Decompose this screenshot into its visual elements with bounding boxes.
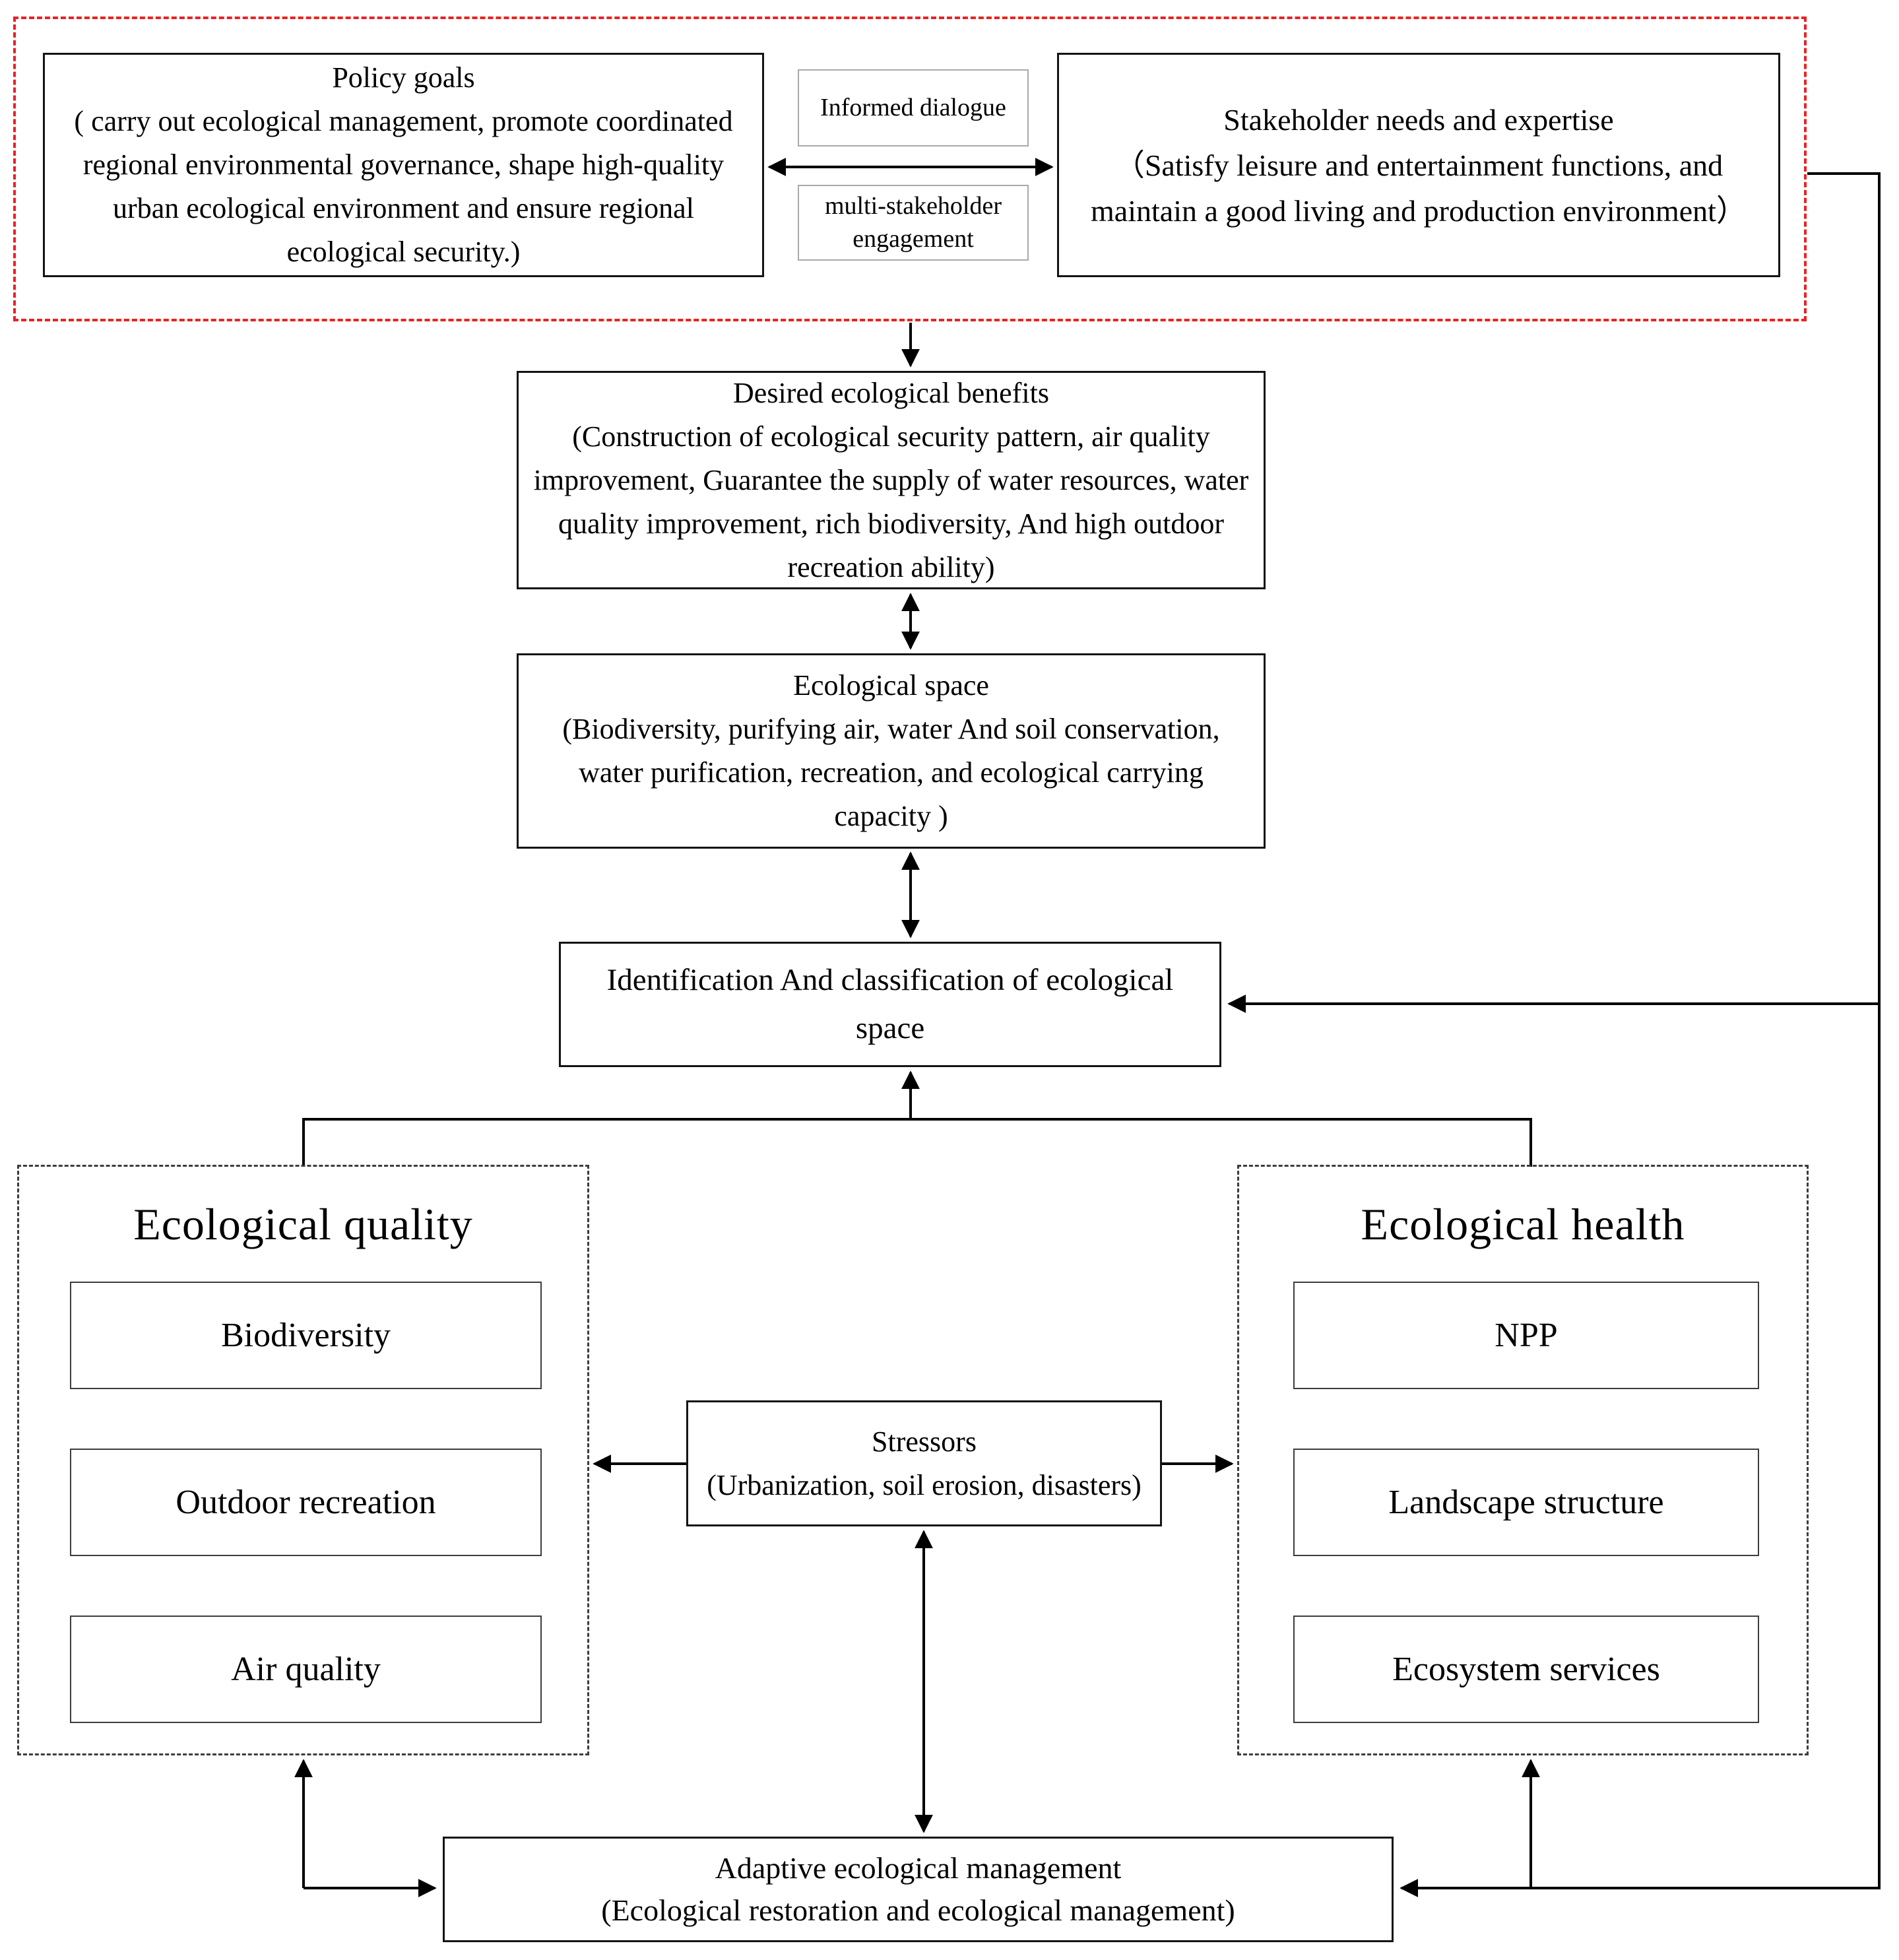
air-quality-box: Air quality	[70, 1616, 542, 1723]
stressors-title: Stressors	[872, 1425, 977, 1458]
identification-box: Identification And classification of eco…	[559, 942, 1221, 1067]
policy-goals-box: Policy goals ( carry out ecological mana…	[43, 53, 764, 277]
ecological-space-title: Ecological space	[793, 669, 989, 702]
landscape-structure-label: Landscape structure	[1388, 1484, 1664, 1521]
biodiversity-label: Biodiversity	[220, 1317, 391, 1354]
stakeholder-needs-title: Stakeholder needs and expertise	[1223, 102, 1614, 137]
ecosystem-services-box: Ecosystem services	[1293, 1616, 1759, 1723]
stakeholder-needs-box: Stakeholder needs and expertise （Satisfy…	[1057, 53, 1780, 277]
adaptive-management-title: Adaptive ecological management	[715, 1850, 1122, 1885]
policy-goals-body: ( carry out ecological management, promo…	[74, 105, 733, 268]
landscape-structure-box: Landscape structure	[1293, 1449, 1759, 1556]
ecological-space-box: Ecological space (Biodiversity, purifyin…	[517, 653, 1266, 849]
multi-stakeholder-label: multi-stakeholder engagement	[824, 192, 1002, 253]
npp-box: NPP	[1293, 1282, 1759, 1389]
desired-benefits-body: (Construction of ecological security pat…	[533, 420, 1249, 583]
ecosystem-services-label: Ecosystem services	[1392, 1650, 1660, 1688]
outdoor-recreation-label: Outdoor recreation	[176, 1484, 436, 1521]
biodiversity-box: Biodiversity	[70, 1282, 542, 1389]
trunk-stakeholder-to-adaptive	[1400, 172, 1881, 1897]
adaptive-management-box: Adaptive ecological management (Ecologic…	[443, 1837, 1394, 1942]
ecological-quality-group: Ecological quality Biodiversity Outdoor …	[17, 1165, 589, 1755]
desired-benefits-box: Desired ecological benefits (Constructio…	[517, 371, 1266, 589]
ecological-space-body: (Biodiversity, purifying air, water And …	[562, 713, 1220, 832]
stakeholder-needs-body: （Satisfy leisure and entertainment funct…	[1091, 148, 1747, 228]
informed-dialogue-box: Informed dialogue	[798, 69, 1029, 147]
policy-goals-title: Policy goals	[332, 61, 475, 94]
stressors-body: (Urbanization, soil erosion, disasters)	[707, 1468, 1142, 1501]
policy-stakeholder-group-frame	[13, 16, 1807, 321]
multi-stakeholder-box: multi-stakeholder engagement	[798, 185, 1029, 261]
npp-label: NPP	[1495, 1317, 1558, 1354]
air-quality-label: Air quality	[231, 1650, 381, 1688]
informed-dialogue-label: Informed dialogue	[820, 93, 1006, 121]
stressors-box: Stressors (Urbanization, soil erosion, d…	[686, 1400, 1162, 1526]
ecological-health-title: Ecological health	[1361, 1199, 1685, 1249]
ecological-health-group: Ecological health NPP Landscape structur…	[1237, 1165, 1809, 1755]
outdoor-recreation-box: Outdoor recreation	[70, 1449, 542, 1556]
adaptive-management-body: (Ecological restoration and ecological m…	[601, 1893, 1235, 1927]
identification-label: Identification And classification of eco…	[606, 963, 1174, 1045]
desired-benefits-title: Desired ecological benefits	[733, 376, 1049, 409]
ecological-quality-title: Ecological quality	[133, 1199, 473, 1249]
